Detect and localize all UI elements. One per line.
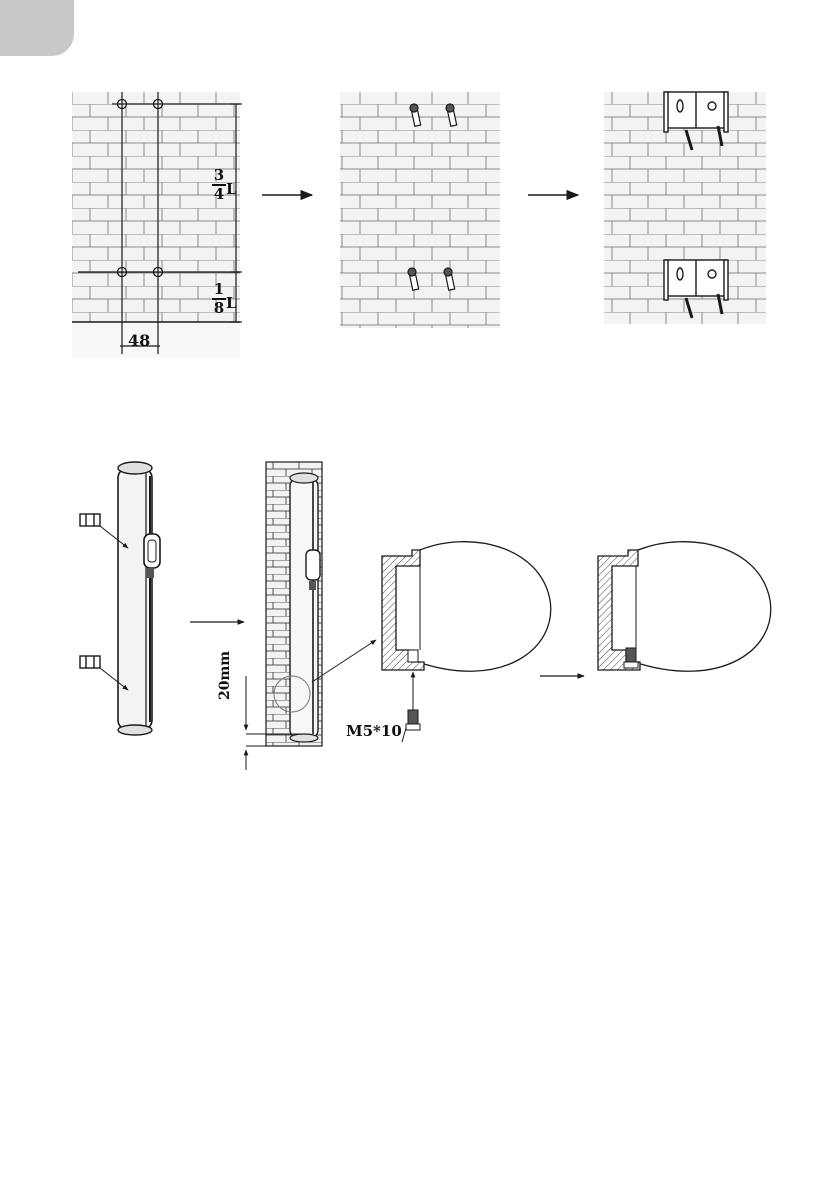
step-4-attach-clips-panel [80,462,160,735]
lower-fraction-label: 1 8 [212,282,226,316]
width-dimension-label: 48 [128,333,150,349]
lower-fraction-numerator: 1 [212,282,226,297]
upper-fraction-denominator: 4 [212,187,226,202]
upper-fraction-unit: L [226,182,237,197]
upper-fraction-label: 3 4 [212,168,226,202]
step-7-section-fixed-panel [598,542,771,672]
upper-fraction-numerator: 3 [212,168,226,183]
screw-spec-label: M5*10 [346,724,402,739]
step-1-measure-panel [72,92,242,358]
step-2-anchors-panel [340,92,500,328]
step-6-section-screw-panel [382,542,551,742]
lower-fraction-unit: L [226,296,237,311]
bottom-gap-dimension-label: 20mm [218,650,232,700]
step-3-brackets-panel [604,92,766,324]
lower-fraction-denominator: 8 [212,301,226,316]
